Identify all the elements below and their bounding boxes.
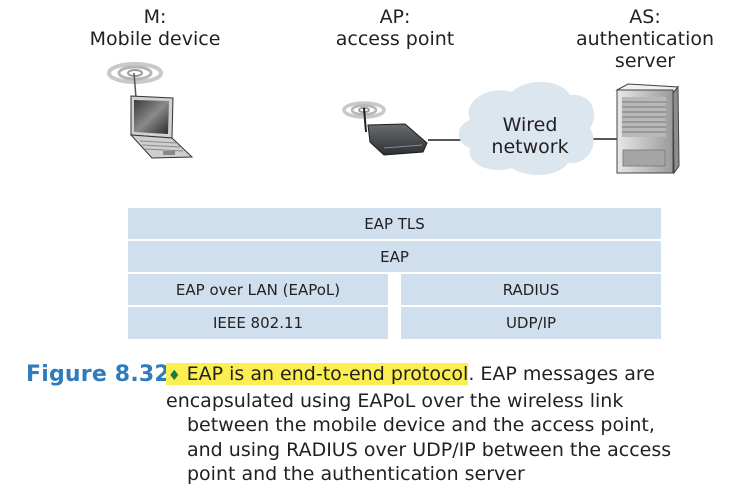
caption-text: ♦ EAP is an end-to-end protocol. EAP mes… (166, 362, 686, 487)
caption-line-1: ♦ EAP is an end-to-end protocol. EAP mes… (166, 362, 686, 389)
cloud-icon (458, 81, 595, 175)
caption-line-5: point and the authentication server (187, 463, 525, 485)
auth-server-label: AS: authentication server (560, 6, 730, 72)
figure-number: Figure 8.32 (26, 362, 170, 387)
access-point-label-line1: AP: (379, 6, 411, 28)
wired-network-label: Wired network (470, 114, 590, 158)
stack-layer-eap-tls: EAP TLS (128, 208, 661, 239)
stack-layer-radius: RADIUS (401, 274, 661, 305)
auth-server-label-line2: authentication (575, 28, 715, 50)
server-tower-icon (615, 83, 680, 175)
stack-layer-eapol: EAP over LAN (EAPoL) (128, 274, 388, 305)
caption-line-3: between the mobile device and the access… (187, 414, 655, 436)
caption-highlighted-text: EAP is an end-to-end protocol (186, 363, 469, 385)
mobile-device-label-line2: Mobile device (89, 28, 221, 50)
caption-highlight: ♦ EAP is an end-to-end protocol (166, 363, 469, 385)
access-point-label-line2: access point (335, 28, 455, 50)
stack-layer-ieee-80211: IEEE 802.11 (128, 307, 388, 339)
mobile-device-label-line1: M: (143, 6, 167, 28)
laptop-icon (107, 62, 194, 159)
wired-network-label-line1: Wired (502, 114, 558, 136)
stack-layer-eap: EAP (128, 241, 661, 272)
wired-network-label-line2: network (491, 136, 569, 158)
network-diagram (107, 62, 680, 175)
caption-line-2: encapsulated using EAPoL over the wirele… (166, 389, 624, 412)
auth-server-label-line1: AS: (629, 6, 661, 28)
access-point-label: AP: access point (320, 6, 470, 50)
caption-line-1-rest: . EAP messages are (468, 363, 655, 385)
caption-line-4: and using RADIUS over UDP/IP between the… (187, 438, 672, 461)
bullet-diamond-icon: ♦ (168, 368, 181, 384)
auth-server-label-line3: server (614, 50, 676, 72)
wireless-router-icon (342, 101, 428, 156)
stack-layer-udp-ip: UDP/IP (401, 307, 661, 339)
mobile-device-label: M: Mobile device (70, 6, 240, 50)
